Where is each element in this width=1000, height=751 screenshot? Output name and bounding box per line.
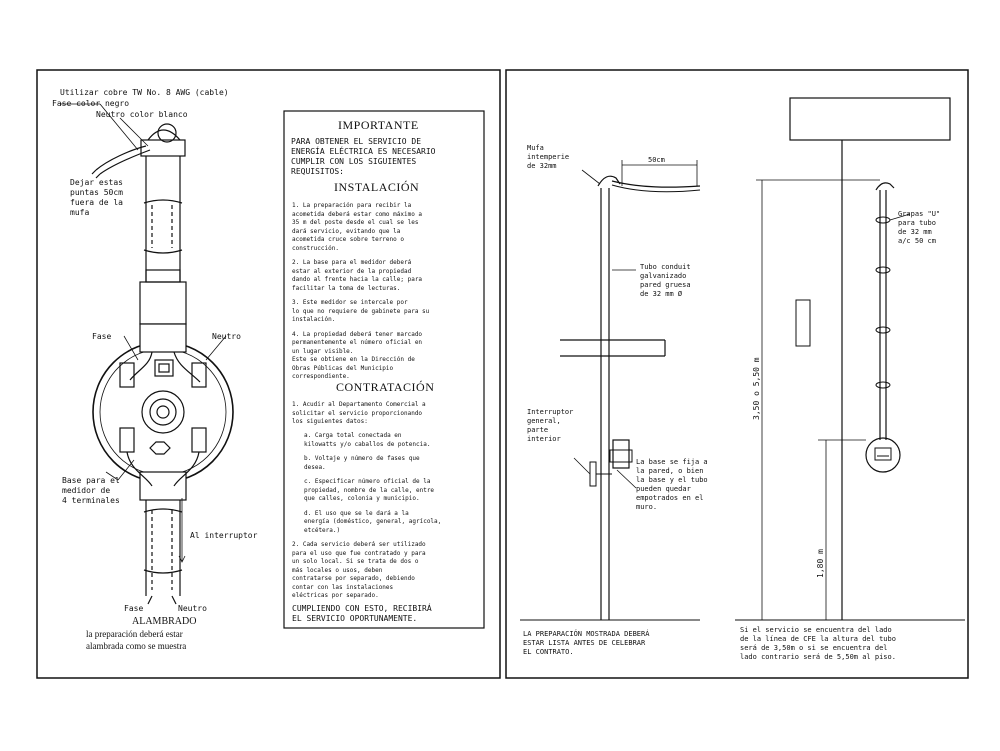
installation-item: 3. Este medidor se intercale por lo que … [292,299,430,323]
contract-item: 2. Cada servicio deberá ser utilizado pa… [292,541,426,599]
neutral-color-label: Neutro color blanco [96,110,188,119]
weatherhead [597,175,621,187]
leave-tips-note: Dejar estas puntas 50cm fuera de la mufa [70,178,123,217]
closing-note: CUMPLIENDO CON ESTO, RECIBIRÁ EL SERVICI… [292,604,432,623]
weatherhead-label: Mufa intemperie de 32mm [527,144,570,170]
conduit-label: Tubo conduit galvanizado pared gruesa de… [640,263,691,298]
meter-riser-drawing [60,103,234,605]
neutral-wire [99,149,151,175]
bottom-neutral-label: Neutro [178,604,207,613]
notice-box [283,110,485,629]
main-switch [589,461,597,487]
contract-item: a. Carga total conectada en kilowatts y/… [304,432,431,448]
width-dimension: 50cm [648,156,665,164]
installation-item: 1. La preparación para recibir la acomet… [292,202,423,252]
installation-title: INSTALACIÓN [334,180,420,194]
phase-color-label: Fase color negro [52,99,130,108]
meter-base-label: Base para el medidor de 4 terminales [62,476,120,505]
installation-item: 2. La base para el medidor deberá estar … [292,259,423,292]
meter-height-dimension: 1,80 m [816,549,825,578]
service-height-note: Si el servicio se encuentra del lado de … [740,626,896,661]
meter-base [92,341,234,483]
neutral-terminal-label: Neutro [212,332,241,341]
notice-title: IMPORTANTE [338,118,419,132]
cable-spec: Utilizar cobre TW No. 8 AWG (cable) [60,88,229,97]
installation-elevation [520,97,965,621]
contract-item: d. El uso que se le dará a la energía (d… [304,509,442,534]
height-dimension: 3,50 o 5,50 m [752,357,761,420]
left-sheet-frame [36,69,501,679]
phase-terminal-label: Fase [92,332,112,341]
to-switch-label: Al interruptor [190,531,258,540]
phase-wire [95,145,147,171]
notice-intro: PARA OBTENER EL SERVICIO DE ENERGÍA ELÉC… [291,137,436,176]
contract-item: c. Especificar número oficial de la prop… [304,478,435,502]
wiring-note: la preparación deberá estar alambrada co… [86,629,187,651]
meter-socket [865,437,901,473]
installation-item: 4. La propiedad deberá tener marcado per… [292,330,423,381]
meter-base-side [612,439,630,469]
contract-list: a. Carga total conectada en kilowatts y/… [292,432,441,607]
base-mount-note: La base se fija a la pared, o bien la ba… [636,458,708,511]
bottom-phase-label: Fase [124,604,144,613]
contract-intro: 1. Acudir al Departamento Comercial a so… [292,401,426,425]
weatherhead-cap [140,139,186,157]
clamps-label: Grapas "U" para tubo de 32 mm a/c 50 cm [898,210,941,245]
wiring-title: ALAMBRADO [132,616,197,627]
contract-item: b. Voltaje y número de fases que desea. [304,455,420,471]
contract-title: CONTRATACIÓN [336,380,435,394]
installation-list: 1. La preparación para recibir la acomet… [292,202,429,388]
roof-block [789,97,951,141]
right-sheet-frame [505,69,969,679]
main-switch-label: Interruptor general, parte interior [527,408,574,443]
preparation-note: LA PREPARACIÓN MOSTRADA DEBERÁ ESTAR LIS… [523,630,650,656]
